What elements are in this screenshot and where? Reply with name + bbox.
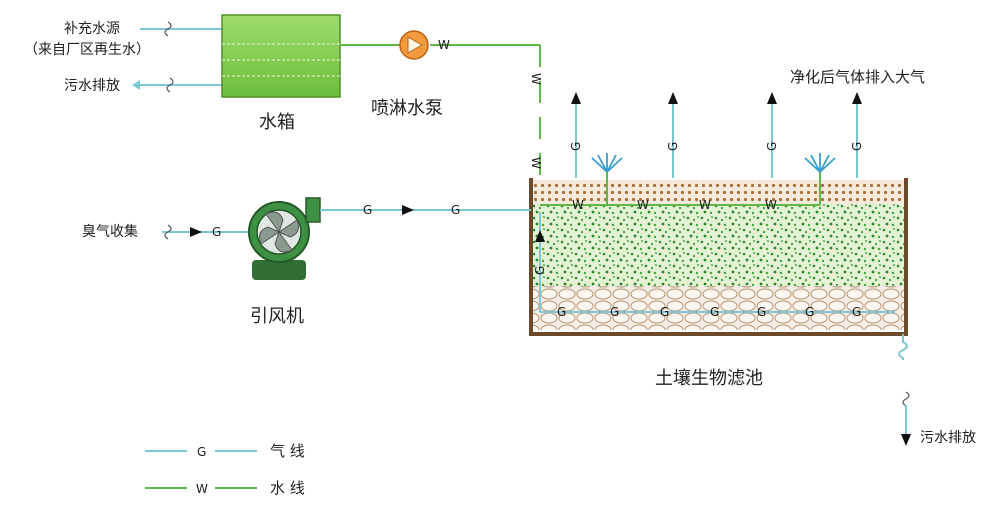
exhaust-gas-lines bbox=[571, 92, 862, 178]
tank-sewage-label: 污水排放 bbox=[64, 78, 120, 94]
biofilter-label: 土壤生物滤池 bbox=[655, 368, 763, 389]
gas-code-basin-2: G bbox=[610, 305, 619, 319]
legend-gas-code: G bbox=[197, 445, 206, 459]
supply-source-note: （来自厂区再生水） bbox=[24, 42, 150, 58]
water-tank bbox=[221, 14, 341, 98]
basin-sewage-label: 污水排放 bbox=[920, 430, 976, 446]
sprinkler-left-icon bbox=[591, 153, 623, 205]
tank-sewage-line bbox=[132, 77, 222, 93]
gas-code-basin-5: G bbox=[757, 305, 766, 319]
gas-code-exhaust-2: G bbox=[666, 142, 680, 151]
fan-label: 引风机 bbox=[250, 306, 304, 327]
odor-collection-label: 臭气收集 bbox=[82, 223, 138, 240]
supply-source-label: 补充水源 bbox=[64, 21, 120, 37]
water-code-basin-2: W bbox=[637, 198, 649, 212]
legend-water-code: W bbox=[196, 482, 208, 496]
gas-code-fan-1: G bbox=[363, 203, 372, 217]
gas-code-fan-2: G bbox=[451, 203, 460, 217]
legend-gas-label: 气 线 bbox=[270, 442, 305, 460]
fan-gas-line bbox=[320, 205, 531, 215]
water-code-vert-1: W bbox=[529, 73, 543, 85]
spray-pump-label: 喷淋水泵 bbox=[371, 98, 443, 119]
legend-item-gas: G 气 线 bbox=[145, 442, 305, 460]
basin-gas-line bbox=[535, 212, 895, 313]
water-tank-label: 水箱 bbox=[259, 112, 295, 133]
gas-code-basin-vert: G bbox=[533, 266, 547, 275]
spray-water-line bbox=[340, 44, 541, 185]
gas-code-basin-7: G bbox=[852, 305, 861, 319]
gas-code-basin-1: G bbox=[557, 305, 566, 319]
water-code-basin-3: W bbox=[699, 198, 711, 212]
gas-code-exhaust-4: G bbox=[850, 142, 864, 151]
water-code-basin-4: W bbox=[765, 198, 777, 212]
water-code-pump: W bbox=[438, 38, 450, 52]
legend: G 气 线 W 水 线 bbox=[145, 442, 305, 497]
spray-pump-icon bbox=[399, 30, 429, 60]
basin-drain-line bbox=[898, 334, 911, 446]
fan-icon bbox=[248, 197, 321, 280]
gas-code-basin-6: G bbox=[805, 305, 814, 319]
sprinkler-right-icon bbox=[804, 153, 836, 205]
water-code-basin-1: W bbox=[572, 198, 584, 212]
water-code-vert-2: W bbox=[529, 157, 543, 169]
gas-code-basin-4: G bbox=[710, 305, 719, 319]
gas-code-odor: G bbox=[212, 225, 221, 239]
gas-code-basin-3: G bbox=[660, 305, 669, 319]
legend-item-water: W 水 线 bbox=[145, 479, 305, 497]
odor-gas-line bbox=[162, 224, 252, 240]
gas-code-exhaust-3: G bbox=[765, 142, 779, 151]
purified-exhaust-label: 净化后气体排入大气 bbox=[790, 68, 925, 86]
gas-code-exhaust-1: G bbox=[569, 142, 583, 151]
legend-water-label: 水 线 bbox=[270, 479, 305, 497]
soil-biofilter-basin bbox=[529, 178, 908, 336]
